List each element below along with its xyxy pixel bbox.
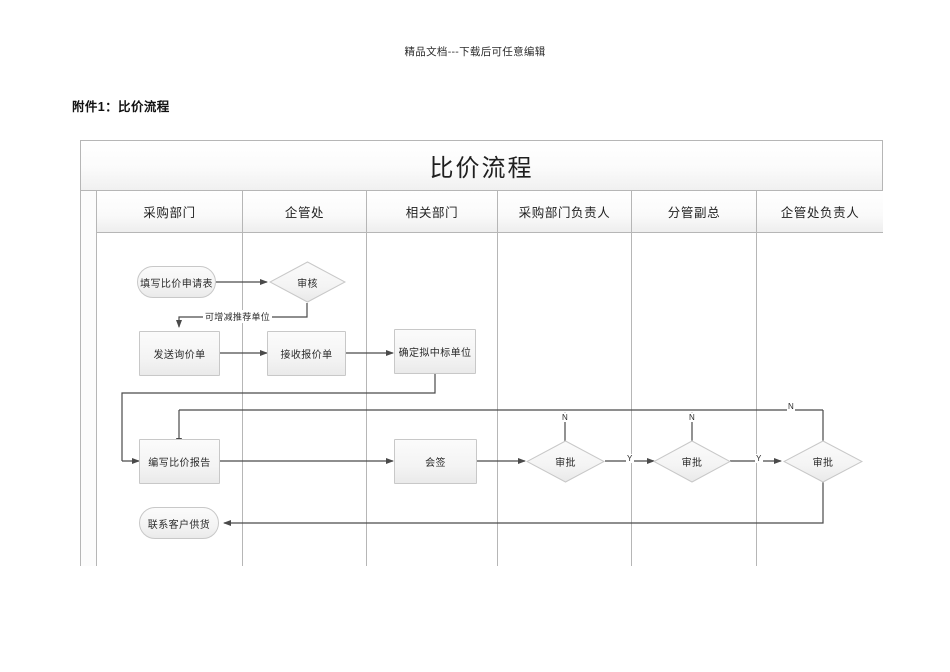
edge-label-approval2-no: N bbox=[688, 413, 697, 422]
node-fill-price-comparison-application[interactable]: 填写比价申请表 bbox=[137, 266, 216, 298]
edge-label-approval1-no: N bbox=[561, 413, 570, 422]
lane-header-label: 采购部门负责人 bbox=[518, 206, 611, 220]
lane-header-purchasing-dept-head: 采购部门负责人 bbox=[498, 191, 632, 232]
node-review-decision[interactable]: 审核 bbox=[269, 261, 346, 303]
lane-body-purchasing-dept-head bbox=[498, 233, 632, 566]
lane-header-enterprise-mgmt-office: 企管处 bbox=[243, 191, 367, 232]
document-watermark-header: 精品文档---下载后可任意编辑 bbox=[404, 46, 546, 58]
lane-header-vice-president: 分管副总 bbox=[632, 191, 757, 232]
node-approval-enterprise-mgmt-head[interactable]: 审批 bbox=[783, 440, 863, 483]
lane-header-label: 采购部门 bbox=[143, 206, 196, 220]
node-label: 审核 bbox=[297, 278, 318, 290]
node-approval-purchasing-head[interactable]: 审批 bbox=[526, 440, 605, 483]
node-label: 确定拟中标单位 bbox=[398, 348, 472, 359]
node-receive-quotation[interactable]: 接收报价单 bbox=[267, 331, 346, 376]
node-write-comparison-report[interactable]: 编写比价报告 bbox=[139, 439, 220, 484]
node-label: 审批 bbox=[555, 458, 576, 469]
node-countersign[interactable]: 会签 bbox=[394, 439, 477, 484]
node-label: 审批 bbox=[681, 458, 703, 469]
node-approval-vice-president[interactable]: 审批 bbox=[653, 440, 731, 483]
edge-label-adjust-recommended-suppliers: 可增减推荐单位 bbox=[203, 310, 273, 323]
lane-header-row: 采购部门 企管处 相关部门 采购部门负责人 分管副总 企管处负责人 bbox=[97, 191, 883, 233]
diamond-shape bbox=[783, 440, 863, 483]
diamond-shape bbox=[269, 261, 346, 303]
node-label: 发送询价单 bbox=[153, 350, 206, 361]
diamond-shape bbox=[653, 440, 731, 483]
lane-header-label: 企管处负责人 bbox=[780, 206, 860, 220]
lane-body-vice-president bbox=[632, 233, 757, 566]
lane-header-label: 企管处 bbox=[284, 206, 325, 220]
lane-body-related-dept bbox=[367, 233, 498, 566]
edge-label-approval2-yes: Y bbox=[755, 454, 763, 463]
lane-gutter-column bbox=[81, 191, 97, 566]
node-label: 接收报价单 bbox=[280, 350, 333, 361]
lane-header-enterprise-mgmt-head: 企管处负责人 bbox=[757, 191, 883, 232]
node-label: 审批 bbox=[812, 458, 834, 469]
node-label: 编写比价报告 bbox=[148, 458, 211, 469]
flowchart-table: 比价流程 采购部门 企管处 相关部门 采购部门负责人 分管副总 企管处负责人 bbox=[80, 140, 883, 566]
node-contact-customer-delivery[interactable]: 联系客户供货 bbox=[139, 507, 219, 539]
node-label: 联系客户供货 bbox=[147, 519, 211, 531]
edge-label-approval3-no: N bbox=[787, 402, 796, 411]
flowchart-title-bar: 比价流程 bbox=[81, 141, 882, 191]
diamond-shape bbox=[526, 440, 605, 483]
node-label: 填写比价申请表 bbox=[140, 278, 213, 290]
node-send-inquiry-form[interactable]: 发送询价单 bbox=[139, 331, 220, 376]
node-label: 会签 bbox=[425, 458, 446, 469]
lane-header-related-dept: 相关部门 bbox=[367, 191, 498, 232]
flowchart-title: 比价流程 bbox=[429, 155, 534, 182]
attachment-title: 附件1：比价流程 bbox=[72, 100, 170, 114]
lane-header-label: 分管副总 bbox=[667, 206, 721, 220]
lane-body-enterprise-mgmt-head bbox=[757, 233, 883, 566]
lane-header-label: 相关部门 bbox=[405, 206, 459, 220]
edge-label-approval1-yes: Y bbox=[626, 454, 634, 463]
lane-header-purchasing-dept: 采购部门 bbox=[97, 191, 243, 232]
node-determine-winning-bidder[interactable]: 确定拟中标单位 bbox=[394, 329, 476, 374]
